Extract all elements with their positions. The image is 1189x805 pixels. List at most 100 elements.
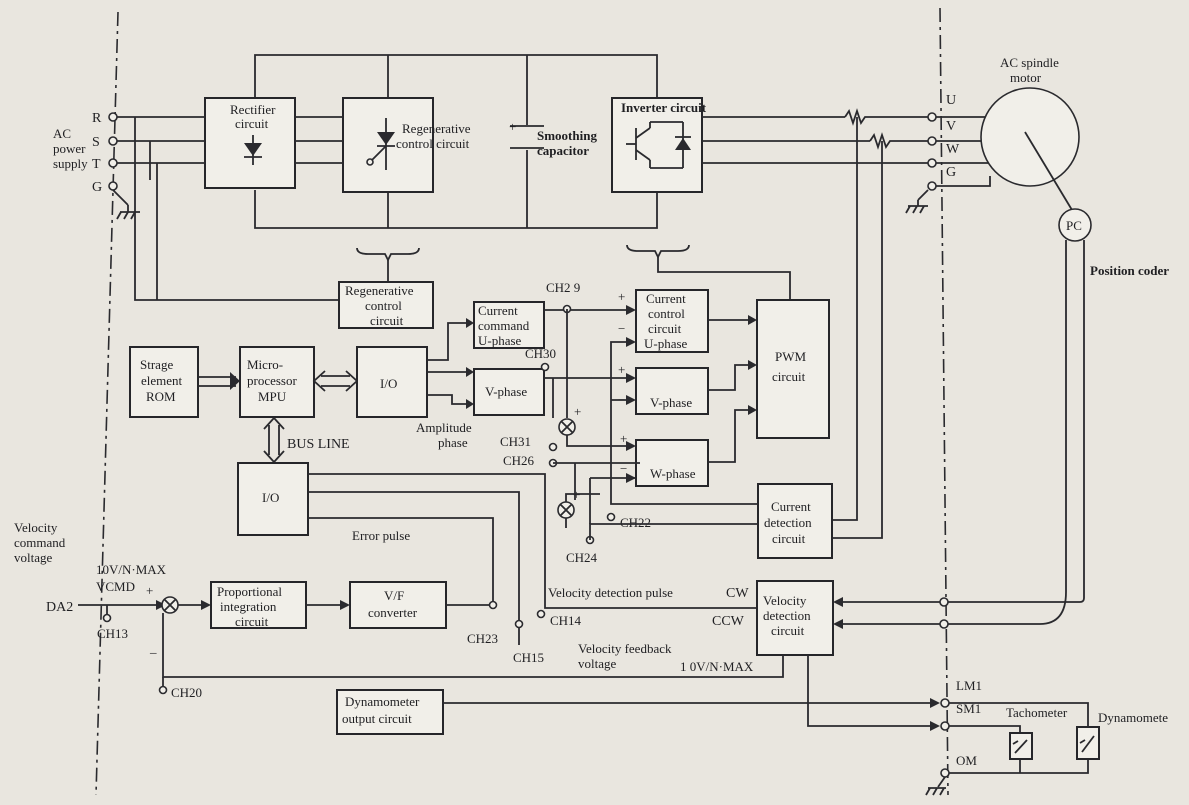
pwm-label-1: PWM — [775, 349, 807, 364]
ccw-label: CCW — [712, 614, 745, 629]
storage-label-2: element — [141, 373, 183, 388]
rectifier-label-1: Rectifier — [230, 102, 276, 117]
current-control-label-4: U-phase — [644, 336, 688, 351]
dc-bus-top — [254, 54, 658, 98]
position-coder-circle — [1058, 208, 1092, 242]
boundary-right — [939, 7, 949, 796]
pwm-label-2: circuit — [772, 369, 806, 384]
current-command-label-3: U-phase — [478, 333, 522, 348]
vf-label-1: V/F — [384, 588, 404, 603]
control-section: Regenerative control circuit Strage elem… — [129, 244, 833, 620]
terminal-s — [108, 136, 118, 146]
current-control-v-box — [635, 367, 709, 415]
sm1-terminal — [940, 721, 950, 731]
sum-upper-plus: + — [574, 404, 581, 419]
ch30-label: CH30 — [525, 346, 556, 361]
position-coder-label: Position coder — [1090, 263, 1169, 278]
cw-label: CW — [726, 586, 749, 601]
ac-power-label-3: supply — [53, 156, 88, 171]
v-phase-command-label: V-phase — [485, 384, 527, 399]
ch26-label: CH26 — [503, 453, 535, 468]
current-control-label-2: control — [648, 306, 685, 321]
tachometer-label: Tachometer — [1006, 705, 1068, 720]
ch15-point — [514, 619, 524, 629]
vcmd-label: VCMD — [96, 579, 135, 594]
lm1-terminal — [940, 698, 950, 708]
w-plus-sign: + — [620, 431, 627, 446]
current-command-label-2: command — [478, 318, 530, 333]
ch29-label: CH2 9 — [546, 280, 580, 295]
current-control-v-label: V-phase — [650, 395, 692, 410]
velocity-detection-label-3: circuit — [771, 623, 805, 638]
current-control-u-box — [635, 289, 709, 353]
terminal-g — [108, 181, 118, 191]
vf-label-2: converter — [368, 605, 418, 620]
terminal-r — [108, 112, 118, 122]
rectifier-label-2: circuit — [235, 116, 269, 131]
current-control-label-1: Current — [646, 291, 686, 306]
ac-power-label-1: AC — [53, 126, 71, 141]
io-box-top — [356, 346, 428, 418]
storage-rom-box — [129, 346, 199, 418]
boundary-lines — [95, 7, 949, 796]
regen-control-circuit-box — [342, 97, 434, 193]
motor-label-2: motor — [1010, 70, 1042, 85]
v10-nmax-bottom-label: 1 0V/N·MAX — [680, 659, 754, 674]
ch23-label: CH23 — [467, 631, 498, 646]
regen-control-label-1: Regenerative — [402, 121, 471, 136]
regen-block-label-3: circuit — [370, 313, 404, 328]
current-command-label-1: Current — [478, 303, 518, 318]
igbt-icon — [626, 121, 691, 169]
dyn-output-label-2: output circuit — [342, 711, 412, 726]
pi-label-2: integration — [220, 599, 277, 614]
terminal-t — [108, 158, 118, 168]
v10-nmax-top-label: 10V/N·MAX — [96, 562, 167, 577]
ch31-label: CH31 — [500, 434, 531, 449]
ch30-point — [540, 362, 550, 372]
current-detection-label-2: detection — [764, 515, 812, 530]
storage-label-1: Strage — [140, 357, 173, 372]
mpu-label-3: MPU — [258, 389, 287, 404]
ch20-label: CH20 — [171, 685, 202, 700]
inverter-circuit-label: Inverter circuit — [621, 100, 707, 115]
current-sense-v — [833, 141, 883, 539]
ch14-label: CH14 — [550, 613, 582, 628]
amplitude-label-2: phase — [438, 435, 468, 450]
feedback-minus-sign: _ — [149, 640, 157, 655]
terminal-w — [927, 158, 937, 168]
regen-block-label-2: control — [365, 298, 402, 313]
pwm-circuit-box — [756, 299, 830, 439]
ch14-point — [536, 609, 546, 619]
motor-output-lines: U V W G — [702, 93, 991, 539]
pi-label-3: circuit — [235, 614, 269, 629]
velocity-command-label-2: command — [14, 535, 66, 550]
regen-block-label-1: Regenerative — [345, 283, 414, 298]
vcmd-plus-sign: + — [146, 583, 153, 598]
io-top-label: I/O — [380, 376, 397, 391]
pi-label-1: Proportional — [217, 584, 282, 599]
cap-plus-sign: + — [509, 119, 516, 134]
current-command-box — [473, 301, 545, 349]
terminal-t-label: T — [92, 157, 101, 172]
terminal-r-label: R — [92, 111, 102, 126]
velocity-feedback-label-2: voltage — [578, 656, 616, 671]
mpu-label-2: processor — [247, 373, 297, 388]
spindle-motor: AC spindle motor PC Position coder — [944, 55, 1169, 625]
ch31-point — [548, 442, 558, 452]
ch23-point — [488, 600, 498, 610]
velocity-command-label-3: voltage — [14, 550, 52, 565]
vf-converter-box — [349, 581, 447, 629]
mpu-label-1: Micro- — [247, 357, 283, 372]
dynamometer-label: Dynamomete — [1098, 710, 1168, 725]
error-pulse-label: Error pulse — [352, 528, 410, 543]
ac-power-label-2: power — [53, 141, 86, 156]
sm1-label: SM1 — [956, 701, 981, 716]
velocity-detection-pulse-label: Velocity detection pulse — [548, 585, 673, 600]
ch24-label: CH24 — [566, 550, 598, 565]
terminal-g2-label: G — [946, 165, 956, 180]
current-detection-box — [757, 483, 833, 559]
terminal-v — [927, 136, 937, 146]
current-sense-u — [833, 117, 858, 521]
terminal-s-label: S — [92, 135, 100, 150]
